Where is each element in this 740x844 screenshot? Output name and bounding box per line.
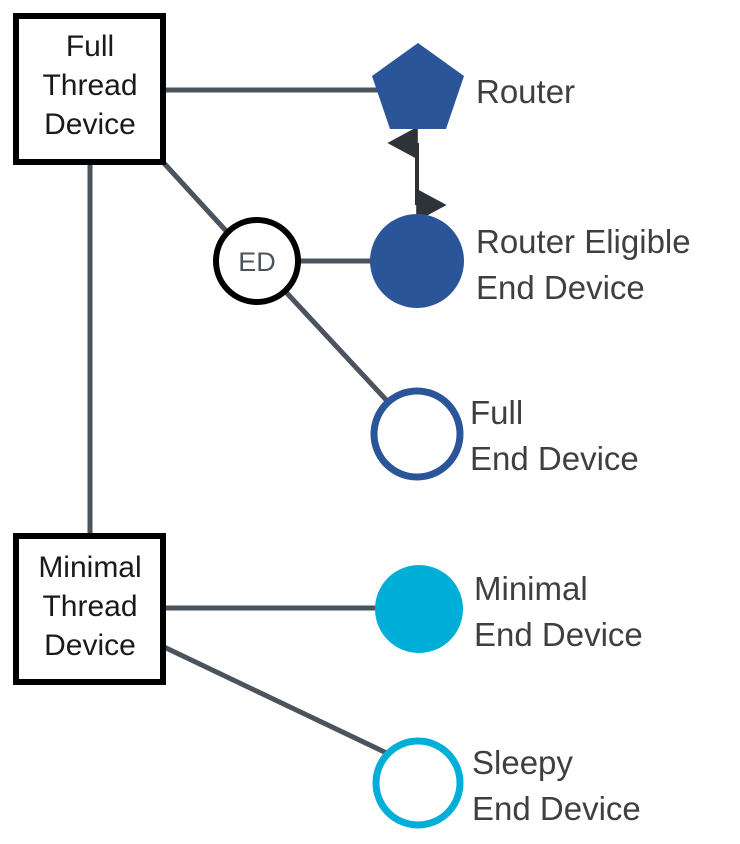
router-eligible-end-device-label-line-2: End Device <box>476 269 645 306</box>
minimal-thread-device-label-line-3: Device <box>44 629 136 662</box>
router-eligible-end-device-circle-icon[interactable] <box>370 214 464 308</box>
connector-mtd-to-sed <box>162 644 397 760</box>
full-thread-device-label-line-2: Thread <box>42 69 137 102</box>
sleepy-end-device-label-line-1: Sleepy <box>472 744 573 781</box>
minimal-end-device-circle-icon[interactable] <box>375 565 463 653</box>
minimal-thread-device-box[interactable] <box>13 533 166 685</box>
minimal-thread-device-label-line-2: Thread <box>42 590 137 623</box>
end-device-node[interactable]: ED <box>213 217 301 305</box>
minimal-thread-device-label-line-1: Minimal <box>38 551 141 584</box>
legend-item-router-eligible-end-device[interactable]: Router Eligible End Device <box>370 214 691 308</box>
minimal-thread-device-node[interactable]: Minimal Thread Device <box>13 533 166 685</box>
end-device-circle[interactable] <box>213 217 301 305</box>
legend-item-sleepy-end-device[interactable]: Sleepy End Device <box>372 737 641 829</box>
minimal-end-device-label-line-2: End Device <box>474 616 643 653</box>
full-thread-device-box[interactable] <box>13 13 166 165</box>
full-end-device-label-line-1: Full <box>470 394 523 431</box>
connector-layer <box>87 87 447 760</box>
sleepy-end-device-label-line-2: End Device <box>472 790 641 827</box>
legend-item-full-end-device[interactable]: Full End Device <box>370 387 639 481</box>
sleepy-end-device-circle-icon[interactable] <box>372 737 464 829</box>
full-thread-device-label-line-3: Device <box>44 108 136 141</box>
full-thread-device-node[interactable]: Full Thread Device <box>13 13 166 165</box>
router-eligible-end-device-label-line-1: Router Eligible <box>476 223 691 260</box>
end-device-label: ED <box>238 247 276 277</box>
router-pentagon-icon[interactable] <box>372 43 464 129</box>
full-thread-device-label-line-1: Full <box>66 30 114 63</box>
legend-item-minimal-end-device[interactable]: Minimal End Device <box>375 565 643 653</box>
connector-ftd-to-ed <box>160 159 230 235</box>
full-end-device-circle-icon[interactable] <box>370 387 464 481</box>
full-end-device-label-line-2: End Device <box>470 440 639 477</box>
router-label-line-1: Router <box>476 73 575 110</box>
connector-ed-to-fed <box>282 288 392 406</box>
legend-item-router[interactable]: Router <box>372 43 575 129</box>
minimal-end-device-label-line-1: Minimal <box>474 570 588 607</box>
